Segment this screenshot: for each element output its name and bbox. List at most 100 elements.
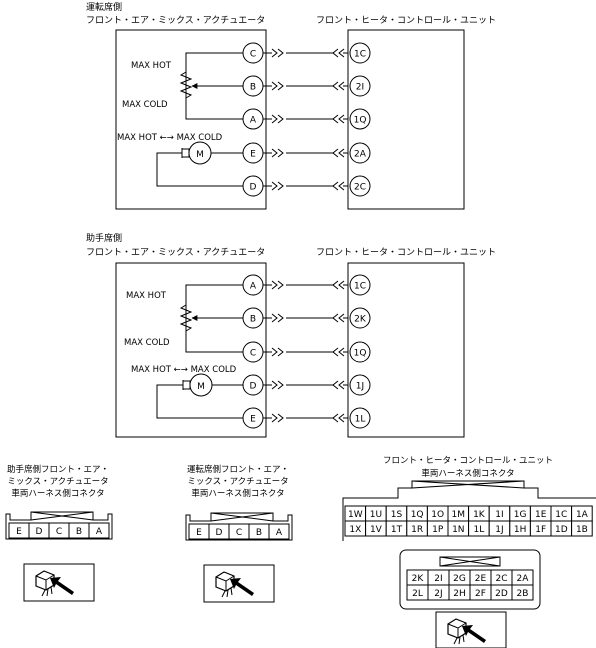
driver-unit-pin-label: 2C: [354, 183, 366, 193]
unit-connector2-cell-label: 2B: [517, 589, 529, 599]
passenger-actuator-label: フロント・エア・ミックス・アクチュエータ: [86, 247, 265, 258]
passenger-max-hot: MAX HOT: [126, 291, 167, 301]
passenger-unit-pin-label: 1C: [354, 282, 366, 292]
passenger-actuator-pin-label: B: [250, 315, 256, 325]
unit-connector2-lock: [439, 556, 501, 567]
unit-connector-title-1: フロント・ヒータ・コントロール・ユニット: [383, 456, 553, 466]
driver-max-cold: MAX COLD: [122, 100, 168, 110]
driver-connector-cell-label: C: [236, 528, 242, 538]
passenger-actuator-pin-label: E: [250, 415, 256, 425]
connector-view-icon: [215, 571, 254, 598]
passenger-actuator-pin-circle: [242, 274, 264, 296]
unit-connector1-cell-label: 1M: [452, 510, 466, 520]
unit-connector2-cell-label: 2L: [412, 589, 423, 599]
driver-actuator-pin-label: C: [250, 50, 256, 60]
driver-unit-pin-circle: [349, 142, 371, 164]
driver-actuator-pin-circle: [242, 42, 264, 64]
driver-pot-wire: [185, 52, 243, 120]
unit-connector1-cell-label: 1C: [555, 510, 567, 520]
passenger-actuator-pin-circle: [242, 341, 264, 363]
passenger-actuator-pin-circle: [242, 307, 264, 329]
driver-actuator-label: フロント・エア・ミックス・アクチュエータ: [86, 15, 265, 26]
driver-connector-chevron: [271, 48, 284, 58]
driver-unit-pin-circle: [349, 108, 371, 130]
passenger-connector-chevron: [271, 280, 284, 290]
passenger-actuator-pin-circle: [242, 407, 264, 429]
unit-connector1-cell-label: 1A: [576, 510, 589, 520]
connector-view-icons: [35, 570, 486, 645]
driver-motor-icon: [188, 141, 212, 165]
unit-connector2-cell-label: 2C: [495, 574, 507, 584]
passenger-unit-pin-label: 1Q: [354, 349, 367, 359]
unit-connector1-cell-label: 1J: [495, 525, 503, 535]
passenger-section-title: 助手席側: [86, 232, 122, 244]
driver-unit-pin-label: 2A: [354, 150, 367, 160]
driver-actuator-pin-circle: [242, 108, 264, 130]
driver-connector-cell-label: A: [276, 528, 283, 538]
passenger-connector-cell-label: E: [16, 527, 22, 537]
passenger-connector-shell: [5, 511, 113, 540]
unit-connector1-cell-label: 1P: [432, 525, 444, 535]
driver-connector-title-2: ミックス・アクチュエータ: [187, 477, 288, 487]
driver-unit-pin-circle: [349, 175, 371, 197]
driver-actuator-pin-label: B: [250, 83, 256, 93]
passenger-connector-chevron: [332, 313, 345, 323]
passenger-actuator-pin-circle: [242, 374, 264, 396]
unit-connector1-cell-label: 1H: [514, 525, 527, 535]
unit-connector2-cell-label: 2E: [475, 574, 487, 584]
passenger-connector-cell: [88, 522, 110, 539]
passenger-unit-pin-circle: [349, 307, 371, 329]
driver-resistor: [179, 71, 193, 99]
unit-connector2-cell-label: 2K: [412, 574, 425, 584]
driver-connector-chevron: [332, 181, 345, 191]
unit-connector1-cell-label: 1Q: [411, 510, 424, 520]
passenger-connector-title-3: 車両ハーネス側コネクタ: [11, 488, 104, 499]
passenger-max-cold: MAX COLD: [124, 338, 170, 348]
passenger-connector-chevron: [271, 380, 284, 390]
driver-connector-chevron: [271, 148, 284, 158]
unit-connector2-cell-label: 2G: [453, 574, 466, 584]
driver-actuator-pin-label: E: [250, 150, 256, 160]
driver-connector-chevron: [332, 148, 345, 158]
unit-connector1-cell-label: 1O: [431, 510, 444, 520]
driver-connector-chevron: [332, 81, 345, 91]
passenger-connector-chevron: [332, 413, 345, 423]
connector-view-icon: [447, 618, 486, 645]
driver-unit-pin-label: 1C: [354, 50, 366, 60]
unit-connector1-cell-label: 1T: [391, 525, 403, 535]
driver-connector-chevron: [332, 48, 345, 58]
passenger-unit-pin-circle: [349, 274, 371, 296]
driver-connector-cell-label: E: [196, 528, 202, 538]
passenger-connector-chevron: [271, 313, 284, 323]
unit-connector1-cell-label: 1X: [349, 525, 361, 535]
unit-connector2-cell-label: 2A: [517, 574, 530, 584]
driver-section-title: 運転席側: [86, 1, 122, 13]
driver-connector-cell-label: B: [256, 528, 262, 538]
driver-motor-shaft: [181, 148, 190, 158]
driver-motor-range: MAX HOT ←→ MAX COLD: [117, 133, 223, 143]
unit-connector2-cell: [511, 584, 534, 601]
driver-actuator-pin-circle: [242, 75, 264, 97]
passenger-connector-chevron: [271, 413, 284, 423]
driver-unit-pin-label: 2I: [356, 83, 364, 93]
passenger-unit-pin-label: 1J: [356, 382, 364, 392]
driver-unit-pin-label: 1Q: [354, 116, 367, 126]
unit-connector1-cell-label: 1V: [370, 525, 383, 535]
driver-connector-chevron: [271, 114, 284, 124]
driver-section: 運転席側 フロント・エア・ミックス・アクチュエータ フロント・ヒータ・コントロー…: [86, 1, 496, 210]
passenger-resistor: [179, 304, 193, 332]
driver-max-hot: MAX HOT: [131, 61, 172, 71]
unit-connector1-cell-label: 1W: [348, 510, 363, 520]
passenger-connector-title-2: ミックス・アクチュエータ: [7, 477, 108, 487]
driver-actuator-pin-circle: [242, 175, 264, 197]
unit-connector1-cell-label: 1E: [535, 510, 547, 520]
connector-view-icon: [35, 570, 74, 597]
